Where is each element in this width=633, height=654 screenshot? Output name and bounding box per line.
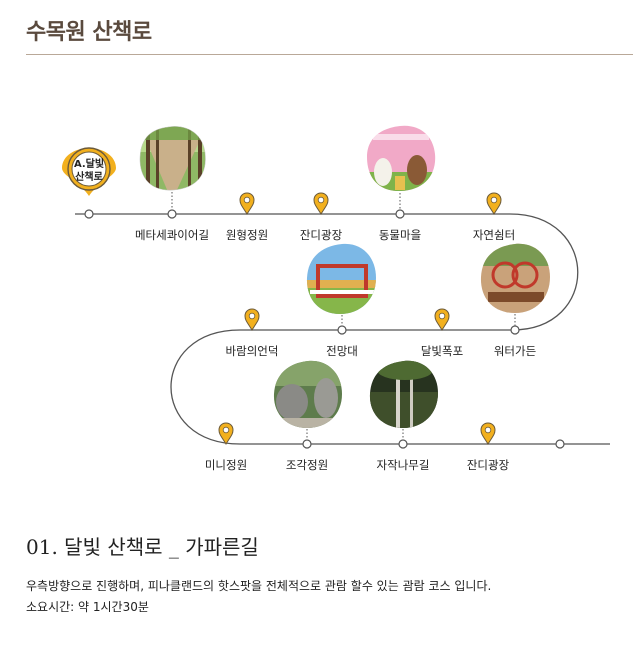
stop-label: 조각정원 [286,458,328,472]
page-title: 수목원 산책로 [26,20,152,45]
location-pin-icon [480,422,496,445]
location-pin-icon [434,308,450,331]
start-marker: A.달빛 산책로 [62,147,116,219]
stop-circle-garden[interactable]: 원형정원 [226,192,268,242]
stop-nature-rest-area[interactable]: 자연쉼터 [473,192,515,242]
stop-label: 잔디광장 [300,228,343,242]
stop-birch-road[interactable]: 자작나무길 [377,439,430,472]
walking-path [75,213,610,445]
stop-mini-garden[interactable]: 미니정원 [205,422,247,472]
photo-animal-village [367,125,436,192]
stop-label: 바람의언덕 [226,344,279,358]
stop-moonlight-falls[interactable]: 달빛폭포 [421,308,463,358]
location-pin-icon [218,422,234,445]
photo-observatory [306,243,376,314]
location-pin-icon [239,192,255,215]
photo-nature-rest-area [480,243,550,313]
course-duration: 소요시간: 약 1시간30분 [26,600,149,614]
photo-sculpture-garden [273,360,342,428]
walking-course-map: A.달빛 산책로 [62,125,610,472]
stop-windy-hill[interactable]: 바람의언덕 [226,308,279,358]
photo-metasequoia-road [139,126,206,191]
stop-label: 동물마을 [379,228,421,242]
stop-label: 미니정원 [205,458,247,472]
stop-metasequoia-road[interactable]: 메타세콰이어길 [135,209,209,242]
stop-lawn-plaza-1[interactable]: 잔디광장 [300,192,343,242]
location-pin-icon [486,192,502,215]
location-pin-icon [313,192,329,215]
course-description-block: 우측방향으로 진행하며, 피나클랜드의 핫스팟을 전체적으로 관람 할수 있는 … [26,576,491,618]
stop-lawn-plaza-2[interactable]: 잔디광장 [467,422,510,472]
photo-birch-road [369,360,438,428]
stop-label: 메타세콰이어길 [135,228,209,242]
stop-animal-village[interactable]: 동물마을 [379,209,421,242]
title-divider [26,54,633,55]
course-heading: 01. 달빛 산책로 _ 가파른길 [26,535,259,559]
start-marker-line1: A.달빛 [74,157,104,170]
stop-water-garden[interactable]: 워터가든 [494,325,536,358]
stop-label: 원형정원 [226,228,268,242]
start-marker-line2: 산책로 [75,170,103,183]
course-end-point [555,439,565,449]
stop-label: 자작나무길 [377,458,430,472]
stop-label: 워터가든 [494,344,536,358]
location-pin-icon [244,308,260,331]
stop-label: 전망대 [326,344,358,358]
stop-sculpture-garden[interactable]: 조각정원 [286,439,328,472]
stop-observatory[interactable]: 전망대 [326,325,358,358]
stop-label: 달빛폭포 [421,344,463,358]
stop-label: 잔디광장 [467,458,510,472]
stop-label: 자연쉼터 [473,228,515,242]
course-description: 우측방향으로 진행하며, 피나클랜드의 핫스팟을 전체적으로 관람 할수 있는 … [26,579,492,593]
